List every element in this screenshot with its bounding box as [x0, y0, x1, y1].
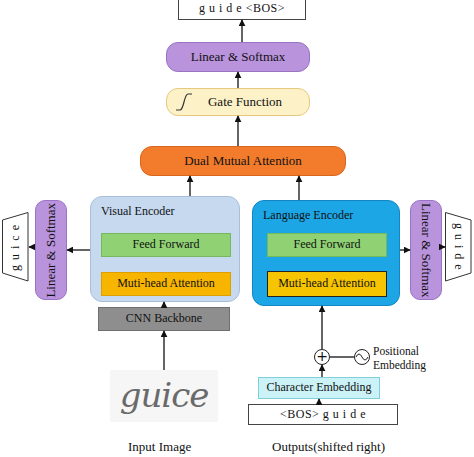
input-box: <BOS> g u i d e	[248, 404, 398, 425]
linear-softmax-box: Linear & Softmax	[35, 200, 67, 300]
parallelogram-shape	[3, 213, 29, 282]
linear-softmax-box: Linear & Softmax	[410, 200, 442, 300]
linear-softmax-box: Linear & Softmax	[166, 42, 310, 72]
attention-box: Dual Mutual Attention	[140, 146, 346, 176]
arrow-connector	[67, 249, 90, 250]
caption-label: Outputs(shifted right)	[272, 439, 385, 455]
arrow-connector	[189, 176, 190, 196]
feed-forward-box: Feed Forward	[101, 233, 231, 257]
node-text: Feed Forward	[133, 238, 200, 251]
node-text: Linear & Softmax	[419, 203, 433, 298]
gate-box: Gate Function	[166, 88, 310, 116]
node-text: Feed Forward	[294, 238, 361, 251]
node-text: Language Encoder	[263, 209, 353, 222]
node-text: +	[316, 349, 328, 364]
node-text: Visual Encoder	[101, 205, 175, 218]
arrow-connector	[321, 365, 322, 377]
arrow-connector	[442, 246, 445, 247]
output-box: g u i c e	[2, 212, 29, 282]
encoder-box: Visual EncoderFeed ForwardMuti-head Atte…	[90, 196, 240, 302]
node-text: Linear & Softmax	[191, 50, 286, 64]
attention-box: Muti-head Attention	[267, 271, 387, 297]
node-text: Muti-head Attention	[117, 277, 215, 290]
node-text: g u i d e	[452, 223, 465, 271]
node-text: Muti-head Attention	[278, 277, 376, 290]
node-text: guice	[120, 377, 209, 414]
arrow-connector	[321, 306, 322, 349]
node-text: Linear & Softmax	[44, 203, 58, 298]
arrow-connector	[241, 20, 242, 42]
input-image: guice	[110, 370, 218, 422]
parallelogram-shape	[446, 213, 472, 282]
attention-box: Muti-head Attention	[101, 272, 231, 296]
arrow-connector	[330, 356, 354, 357]
arrow-connector	[298, 176, 299, 200]
node-text: Character Embedding	[267, 381, 372, 394]
arrow-connector	[400, 249, 410, 250]
node-text: Dual Mutual Attention	[184, 154, 302, 168]
node-text: CNN Backbone	[126, 312, 202, 325]
output-box: g u i d e	[445, 212, 472, 282]
output-box: g u i d e <BOS>	[178, 0, 306, 20]
encoder-box: Language EncoderFeed ForwardMuti-head At…	[252, 200, 400, 306]
arrow-connector	[237, 116, 238, 146]
arrow-connector	[163, 331, 164, 370]
backbone-box: CNN Backbone	[98, 307, 230, 331]
feed-forward-box: Feed Forward	[267, 233, 387, 257]
node-text: Positional Embedding	[373, 344, 443, 373]
node-text: g u i c e	[9, 224, 22, 271]
node-text: Gate Function	[208, 95, 282, 109]
caption-label: Input Image	[128, 439, 191, 455]
node-text: <BOS> g u i d e	[280, 408, 366, 421]
embedding-box: Character Embedding	[258, 377, 380, 399]
embedding-circle: Positional Embedding	[354, 349, 370, 365]
add-circle: +	[314, 349, 330, 365]
arrow-connector	[237, 72, 238, 88]
node-text: g u i d e <BOS>	[199, 2, 285, 15]
